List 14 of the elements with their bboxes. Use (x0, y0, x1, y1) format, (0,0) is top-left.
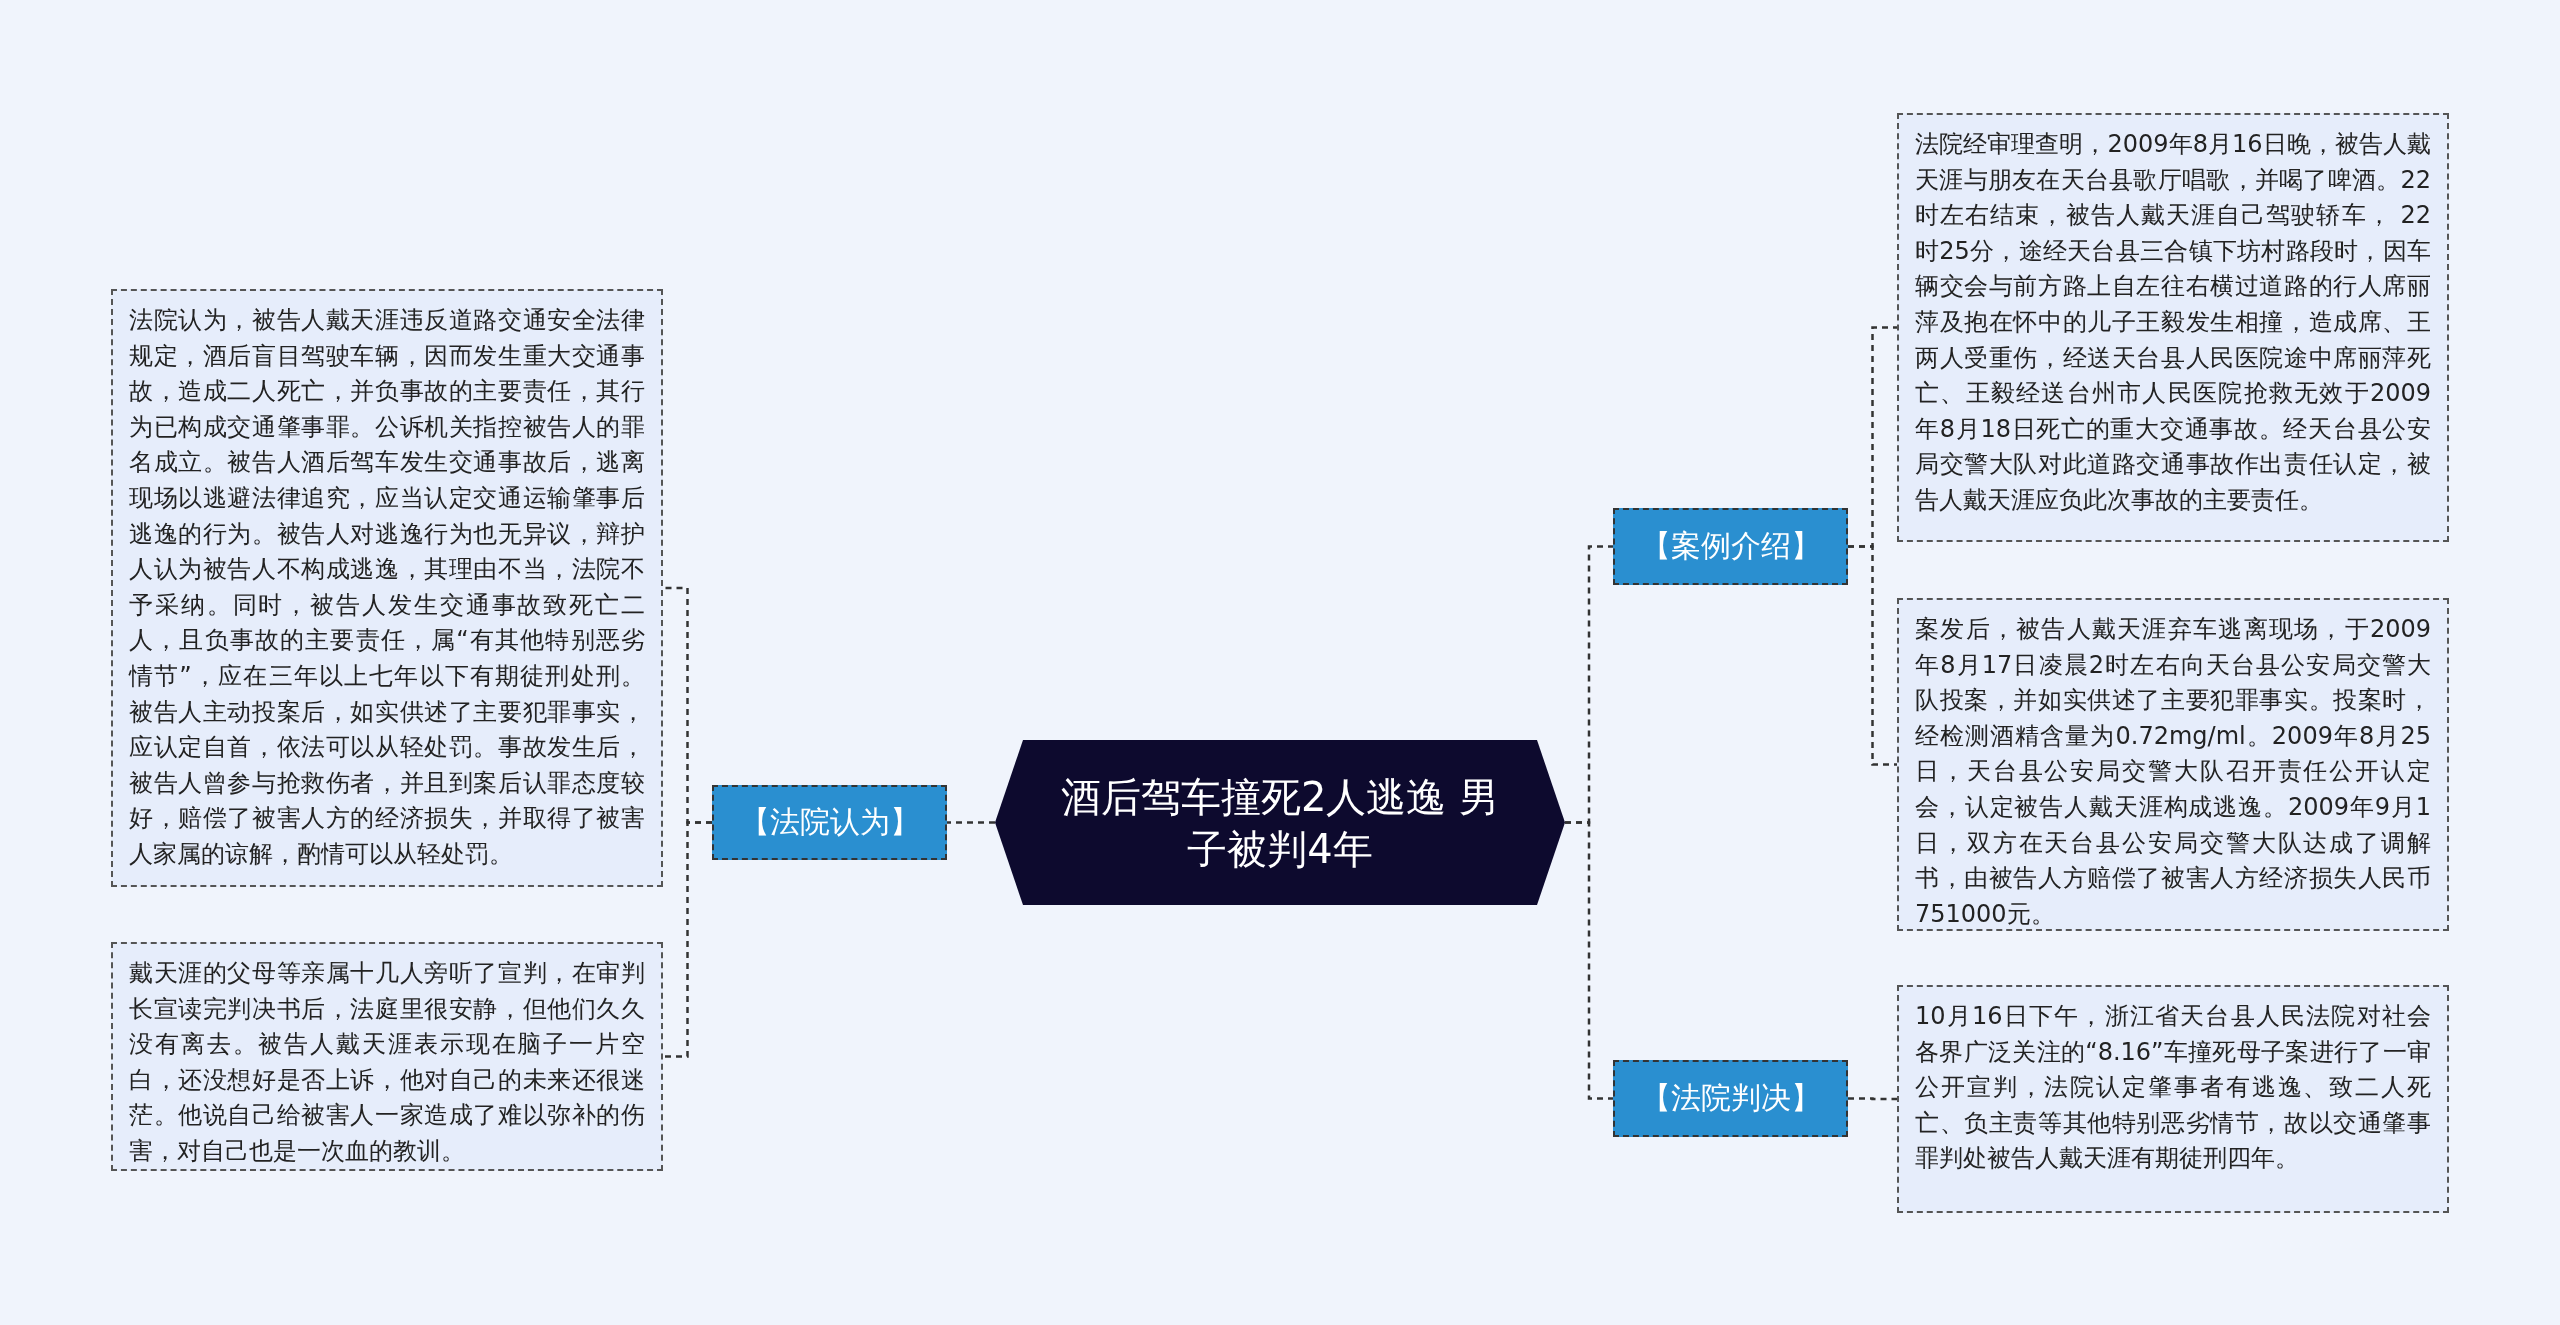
connector-line (1565, 821, 1613, 1100)
connector-line (1848, 1097, 1897, 1101)
connector-line (1848, 545, 1897, 766)
text-card: 案发后，被告人戴天涯弃车逃离现场，于2009年8月17日凌晨2时左右向天台县公安局交警大队投案，并如实供述了主要犯罪事实。投案时，经检测酒精含量为0.72mg/ml。2009年8月25日，天台县公安局交警大队召开责任公开认定会，认定被告人戴天涯构成逃逸。2009年9月1日，双方在天台县公安局交警大队达成了调解书，由被告人方赔偿了被害人方经济损失人民币751000元。 (1897, 598, 2449, 931)
connector-line (947, 821, 995, 824)
text-card: 戴天涯的父母等亲属十几人旁听了宣判，在审判长宣读完判决书后，法庭里很安静，但他们久久没有离去。被告人戴天涯表示现在脑子一片空白，还没想好是否上诉，他对自己的未来还很迷茫。他说自己给被害人一家造成了难以弥补的伤害，对自己也是一次血的教训。 (111, 942, 663, 1171)
branch-box: 【案例介绍】 (1613, 508, 1848, 585)
connector-line (663, 821, 712, 1058)
text-card: 10月16日下午，浙江省天台县人民法院对社会各界广泛关注的“8.16”车撞死母子案进行了一审公开宣判，法院认定肇事者有逃逸、致二人死亡、负主责等其他特别恶劣情节，故以交通肇事罪判处被告人戴天涯有期徒刑四年。 (1897, 985, 2449, 1213)
branch-box: 【法院认为】 (712, 785, 947, 860)
text-card: 法院经审理查明，2009年8月16日晚，被告人戴天涯与朋友在天台县歌厅唱歌，并喝了啤酒。22时左右结束，被告人戴天涯自己驾驶轿车， 22时25分，途经天台县三合镇下坊村路段时，因车辆交会与前方路上自左往右横过道路的行人席丽萍及抱在怀中的儿子王毅发生相撞，造成席、王两人受重伤，经送天台县人民医院途中席丽萍死亡、王毅经送台州市人民医院抢救无效于2009年8月18日死亡的重大交通事故。经天台县公安局交警大队对此道路交通事故作出责任认定，被告人戴天涯应负此次事故的主要责任。 (1897, 113, 2449, 542)
branch-box: 【法院判决】 (1613, 1060, 1848, 1137)
topic-hexagon: 酒后驾车撞死2人逃逸 男子被判4年 (995, 740, 1565, 905)
text-card: 法院认为，被告人戴天涯违反道路交通安全法律规定，酒后盲目驾驶车辆，因而发生重大交通事故，造成二人死亡，并负事故的主要责任，其行为已构成交通肇事罪。公诉机关指控被告人的罪名成立。被告人酒后驾车发生交通事故后，逃离现场以逃避法律追究，应当认定交通运输肇事后逃逸的行为。被告人对逃逸行为也无异议，辩护人认为被告人不构成逃逸，其理由不当，法院不予采纳。同时，被告人发生交通事故致死亡二人，且负事故的主要责任，属“有其他特别恶劣情节”，应在三年以上七年以下有期徒刑处刑。被告人主动投案后，如实供述了主要犯罪事实，应认定自首，依法可以从轻处罚。事故发生后，被告人曾参与抢救伤者，并且到案后认罪态度较好，赔偿了被害人方的经济损失，并取得了被害人家属的谅解，酌情可以从轻处罚。 (111, 289, 663, 887)
